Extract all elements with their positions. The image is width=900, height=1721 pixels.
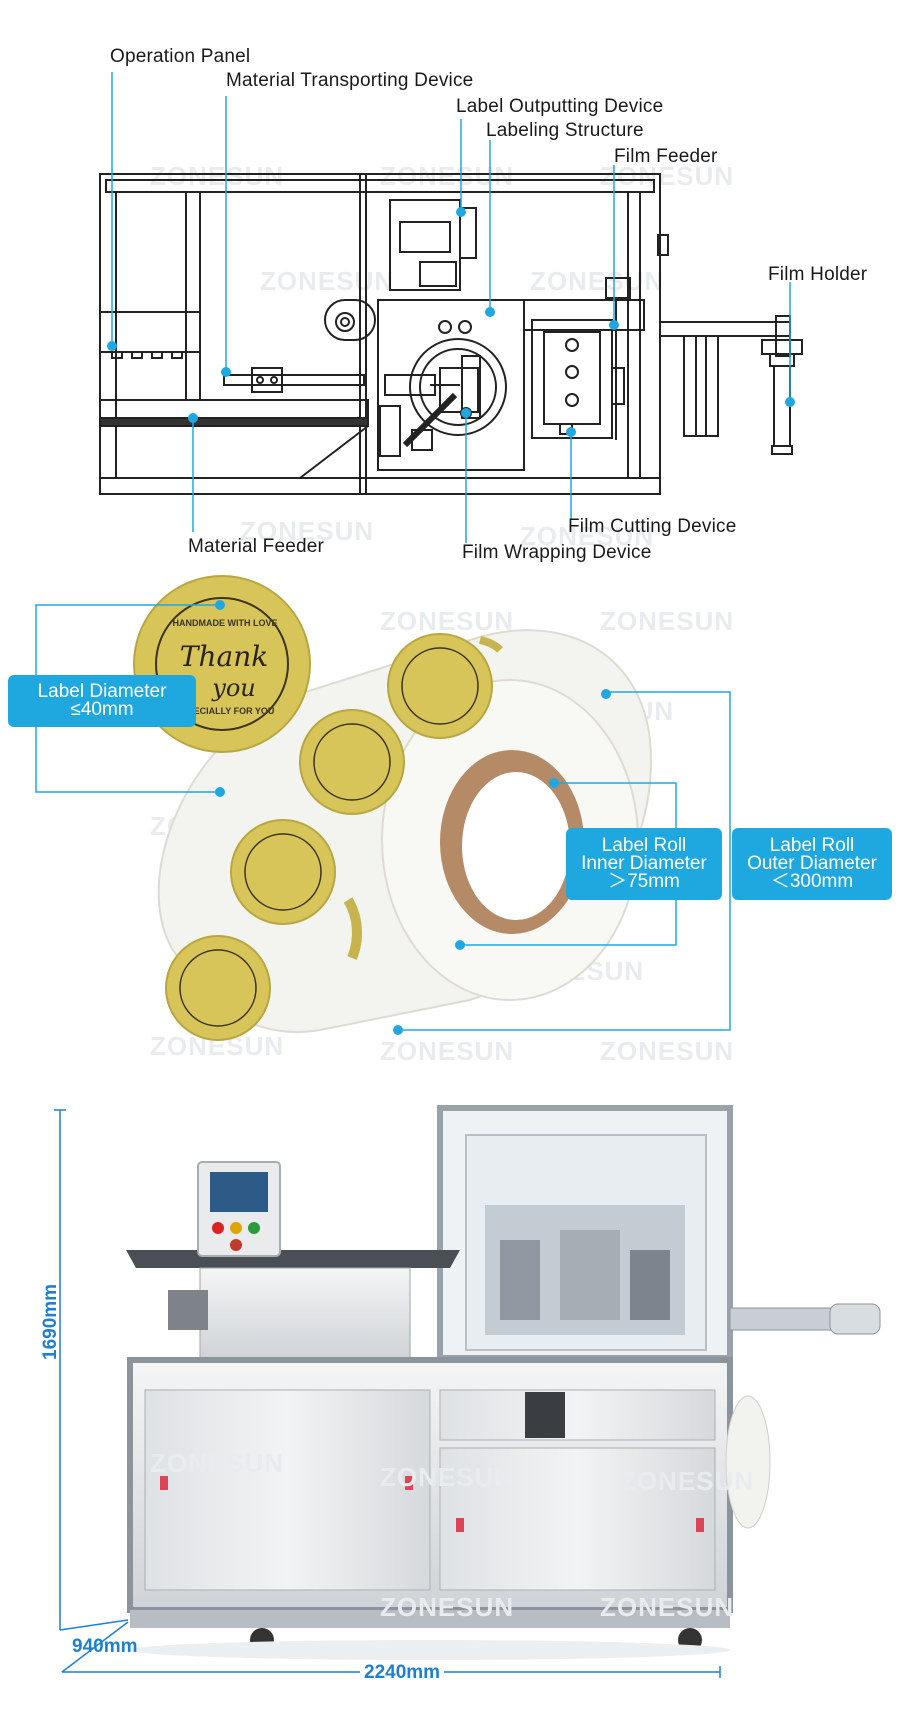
label-material-feeder: Material Feeder: [188, 536, 325, 557]
watermark: ZONESUN: [600, 1592, 734, 1622]
outer-diameter-box: Label Roll Outer Diameter ＜300mm: [732, 828, 892, 900]
sticker-text-top: HANDMADE WITH LOVE: [172, 618, 278, 628]
dimension-width: 2240mm: [360, 1662, 445, 1684]
outer-diameter-title1: Label Roll: [769, 835, 855, 856]
watermark-group: ZONESUN ZONESUN ZONESUN ZONESUN ZONESUN …: [150, 161, 734, 551]
schematic-diagram: ZONESUN ZONESUN ZONESUN ZONESUN ZONESUN …: [99, 72, 803, 551]
label-diameter-title: Label Diameter: [37, 681, 167, 702]
label-label-outputting-device: Label Outputting Device: [456, 96, 664, 117]
watermark: ZONESUN: [380, 606, 514, 636]
outer-diameter-value: ＜300mm: [770, 871, 854, 892]
inner-diameter-title2: Inner Diameter: [581, 853, 707, 874]
sticker-text-main1: Thank: [179, 640, 269, 673]
watermark: ZONESUN: [260, 266, 394, 296]
stickers: [133, 575, 503, 1041]
watermark: ZONESUN: [520, 521, 654, 551]
inner-diameter-box: Label Roll Inner Diameter ＞75mm: [566, 828, 722, 900]
machine-body: [126, 1105, 881, 1660]
watermark: ZONESUN: [600, 161, 734, 191]
callout-dots: [107, 207, 795, 437]
watermark-group: ZONESUN ZONESUN ZONESUN ZONESUN ZONESUN: [150, 1448, 754, 1622]
label-film-wrapping-device: Film Wrapping Device: [462, 542, 652, 563]
label-operation-panel: Operation Panel: [110, 46, 251, 67]
watermark: ZONESUN: [380, 161, 514, 191]
watermark: ZONESUN: [600, 606, 734, 636]
watermark: ZONESUN: [600, 1036, 734, 1066]
machine-frame: [99, 173, 803, 495]
inner-diameter-title1: Label Roll: [601, 835, 687, 856]
label-roll-illustration: ZONESUN ZONESUN ZONESUN ZONESUN ZONESUN …: [35, 575, 734, 1066]
dimension-depth: 940mm: [72, 1636, 138, 1657]
guide-dots: [215, 600, 611, 1035]
watermark: ZONESUN: [620, 1466, 754, 1496]
label-film-feeder: Film Feeder: [614, 146, 718, 167]
watermark: ZONESUN: [380, 1462, 514, 1492]
label-film-holder: Film Holder: [768, 264, 868, 285]
outer-diameter-title2: Outer Diameter: [747, 853, 877, 874]
watermark: ZONESUN: [240, 516, 374, 546]
label-material-transporting-device: Material Transporting Device: [226, 70, 474, 91]
callout-lines: [111, 72, 791, 543]
label-film-cutting-device: Film Cutting Device: [568, 516, 737, 537]
watermark: ZONESUN: [380, 1036, 514, 1066]
label-diameter-box: Label Diameter ≤40mm: [8, 675, 196, 727]
sticker-text-main2: you: [212, 674, 256, 702]
roll-body: [157, 629, 652, 1033]
label-labeling-structure: Labeling Structure: [486, 120, 644, 141]
label-diameter-value: ≤40mm: [70, 699, 134, 720]
inner-diameter-value: ＞75mm: [608, 871, 680, 892]
watermark: ZONESUN: [150, 1448, 284, 1478]
watermark: ZONESUN: [380, 1592, 514, 1622]
watermark: ZONESUN: [150, 161, 284, 191]
dimension-height: 1690mm: [40, 1283, 61, 1360]
sticker-text-bottom: ESPECIALLY FOR YOU: [175, 706, 275, 716]
